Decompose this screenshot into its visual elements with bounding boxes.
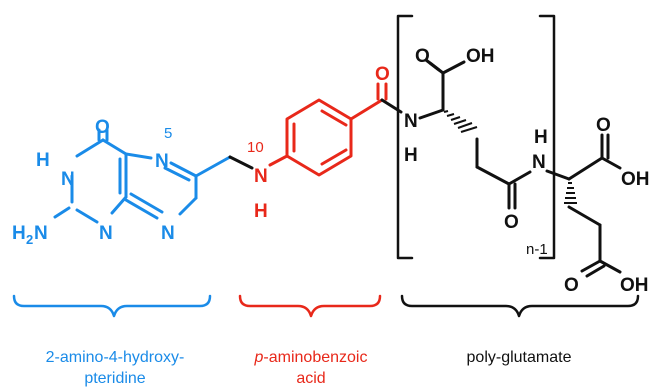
right-square-bracket [538, 14, 556, 260]
carbonyl-oxygen-label: O [95, 117, 110, 138]
pteridine-atom-labels: O 5 N H N H 2 N N N [12, 117, 175, 247]
glutamate-atom-labels: O OH N H O H N O OH O OH n-1 [404, 46, 650, 296]
captions: 2-amino-4-hydroxy- pteridine p-aminobenz… [46, 349, 572, 387]
glutamate-caption: poly-glutamate [467, 349, 572, 366]
paba-moiety [228, 82, 388, 177]
n10-hydrogen-label: H [254, 201, 268, 222]
pteridine-brace [12, 294, 212, 318]
n1-label: N [99, 223, 113, 244]
hashed-wedge-1 [443, 110, 478, 133]
glutamate-brace [400, 294, 640, 318]
acid-2-hydroxyl: OH [621, 169, 650, 190]
amide-2-h-label: H [534, 127, 548, 148]
amide-2-oxygen: O [504, 212, 519, 233]
amide-n-label: N [404, 111, 418, 132]
repeat-brackets [396, 14, 556, 260]
paba-atom-labels: 10 N H O [247, 64, 390, 222]
repeat-index: n-1 [526, 241, 548, 258]
left-square-bracket [396, 14, 414, 260]
paba-caption-line1: p-aminobenzoic [254, 349, 368, 366]
n5-label: N [155, 151, 169, 172]
paba-caption-italic-p: p [254, 349, 264, 366]
acid-1-hydroxyl: OH [466, 46, 495, 67]
paba-caption-rest: -aminobenzoic [263, 349, 367, 366]
amino-sub-label: 2 [26, 232, 33, 247]
amide-h-label: H [404, 145, 418, 166]
amide-oxygen-label: O [375, 64, 390, 85]
acid-3-hydroxyl: OH [620, 275, 649, 296]
pteridine-caption-line2: pteridine [84, 370, 145, 387]
pteridine-moiety [53, 128, 232, 224]
acid-2-carbonyl-oxygen: O [596, 115, 611, 136]
paba-brace [238, 294, 382, 318]
hashed-wedge-2 [564, 182, 577, 204]
n10-label: N [254, 166, 268, 187]
n8-label: N [161, 223, 175, 244]
amino-n-label: N [34, 223, 48, 244]
n5-locant: 5 [164, 125, 172, 142]
nh-hydrogen-label: H [36, 150, 50, 171]
acid-3-carbonyl-oxygen: O [564, 275, 579, 296]
glutamate-moiety [380, 58, 622, 278]
amino-h-label: H [12, 223, 26, 244]
paba-caption-line2: acid [296, 370, 325, 387]
amide-2-n-label: N [532, 152, 546, 173]
acid-1-carbonyl-oxygen: O [415, 46, 430, 67]
n10-locant: 10 [247, 139, 264, 156]
n3-label: N [61, 169, 75, 190]
pteridine-caption-line1: 2-amino-4-hydroxy- [46, 349, 185, 366]
